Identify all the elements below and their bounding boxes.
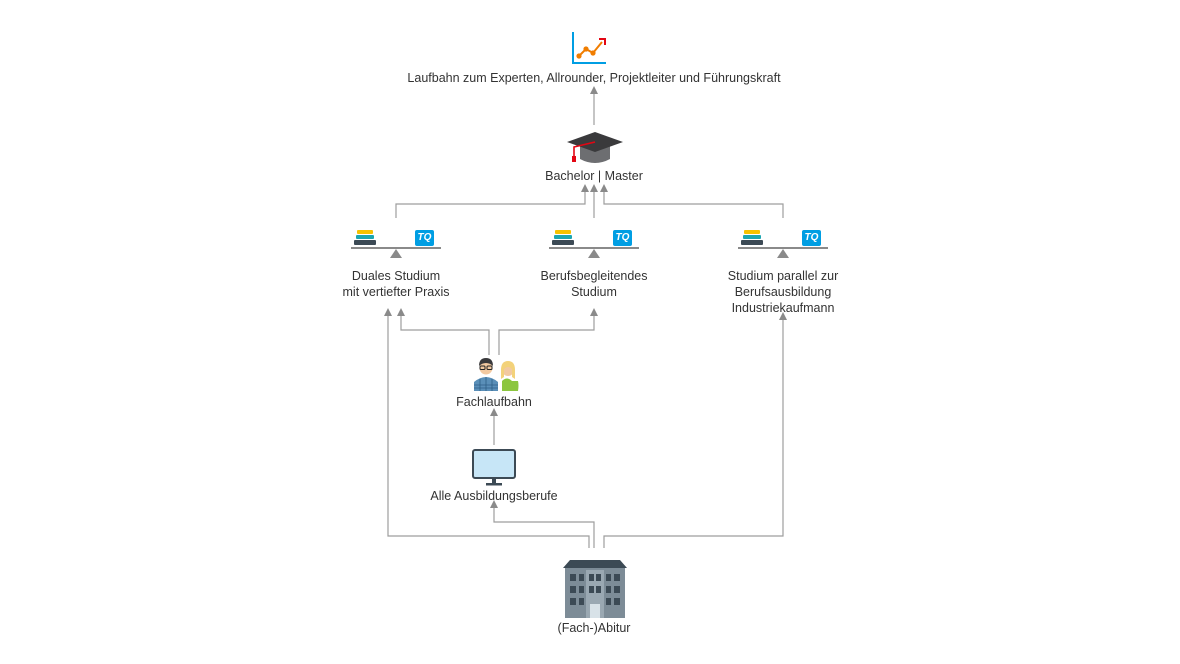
monitor-icon — [472, 449, 516, 486]
dual-study-label: Duales Studium mit vertiefter Praxis — [296, 268, 496, 300]
books-vs-tq-balance-icon: TQ — [351, 228, 441, 258]
connector-parallel-to-degree — [600, 184, 784, 218]
parallel-study-label: Studium parallel zur Berufsausbildung In… — [683, 268, 883, 316]
connector-career-to-dual — [397, 308, 490, 355]
balance-scale-icon — [549, 230, 639, 258]
balance-scale-icon — [738, 230, 828, 258]
training-label: Alle Ausbildungsberufe — [430, 489, 558, 503]
tq-logo-icon: TQ — [804, 232, 819, 243]
tq-logo-icon: TQ — [417, 232, 432, 243]
graduation-cap-icon — [567, 132, 623, 163]
chart-icon — [572, 32, 606, 64]
goal-label: Laufbahn zum Experten, Allrounder, Proje… — [407, 71, 781, 85]
people-icon — [474, 358, 519, 391]
balance-scale-icon — [351, 230, 441, 258]
dual-study-line2: mit vertiefter Praxis — [342, 285, 450, 299]
parallel-study-line2: Berufsausbildung — [734, 285, 832, 299]
connector-career-to-parttime — [498, 308, 598, 355]
dual-study-line1: Duales Studium — [351, 269, 441, 283]
tq-logo-icon: TQ — [615, 232, 630, 243]
part-time-study-line1: Berufsbegleitendes — [540, 269, 648, 283]
connector-school-to-dual — [384, 308, 590, 548]
parallel-study-line3: Industriekaufmann — [731, 301, 835, 315]
building-icon — [563, 560, 627, 618]
connector-school-to-parallel — [603, 312, 787, 548]
part-time-study-label: Berufsbegleitendes Studium — [494, 268, 694, 300]
books-vs-tq-balance-icon: TQ — [738, 228, 828, 258]
part-time-study-line2: Studium — [571, 285, 617, 299]
career-label: Fachlaufbahn — [456, 395, 532, 409]
books-vs-tq-balance-icon: TQ — [549, 228, 639, 258]
parallel-study-line1: Studium parallel zur — [727, 269, 839, 283]
degree-label: Bachelor | Master — [545, 169, 643, 183]
school-label: (Fach-)Abitur — [557, 621, 631, 635]
connector-school-to-training — [490, 500, 595, 548]
connector-dual-to-degree — [395, 184, 589, 218]
